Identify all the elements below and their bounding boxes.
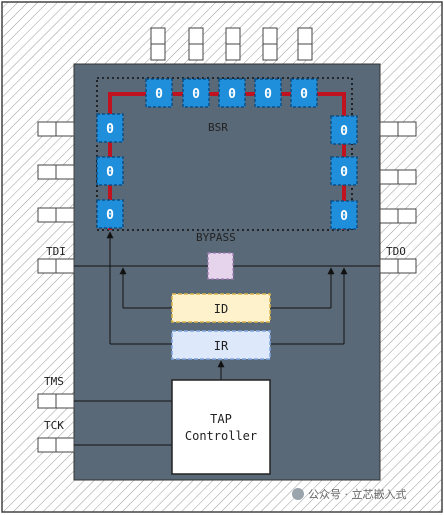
svg-text:0: 0 [106, 122, 114, 137]
bsr-boundary [96, 77, 353, 231]
svg-text:0: 0 [340, 124, 348, 139]
bypass-register [207, 252, 234, 280]
wechat-icon [292, 488, 304, 500]
tap-label-line1: TAP [210, 412, 232, 426]
bsr-cell: 0 [96, 156, 124, 186]
svg-text:0: 0 [106, 165, 114, 180]
bsr-cell: 0 [290, 78, 318, 108]
svg-text:0: 0 [264, 87, 272, 102]
watermark: 公众号 · 立芯嵌入式 [308, 487, 407, 501]
bsr-cell: 0 [330, 156, 358, 186]
tap-label-line2: Controller [185, 429, 257, 443]
tdo-label: TDO [386, 245, 406, 258]
bsr-cell: 0 [182, 78, 210, 108]
tck-label: TCK [44, 419, 64, 432]
bsr-cell: 0 [254, 78, 282, 108]
tap-controller [171, 379, 271, 475]
svg-text:0: 0 [192, 87, 200, 102]
left-pins [37, 121, 75, 453]
svg-text:0: 0 [228, 87, 236, 102]
right-pins [379, 121, 417, 274]
tdi-label: TDI [46, 245, 66, 258]
bsr-cell: 0 [330, 115, 358, 145]
bsr-cell: 0 [330, 200, 358, 230]
svg-text:0: 0 [106, 208, 114, 223]
ir-label: IR [214, 339, 229, 353]
id-label: ID [214, 302, 228, 316]
id-register [171, 293, 271, 323]
tms-label: TMS [44, 375, 64, 388]
boundary-cells: 0 0 0 0 0 0 0 0 [96, 78, 358, 230]
svg-text:0: 0 [300, 87, 308, 102]
svg-text:0: 0 [340, 209, 348, 224]
bypass-label: BYPASS [196, 231, 236, 244]
ir-register [171, 330, 271, 360]
bsr-cell: 0 [145, 78, 173, 108]
bsr-cell: 0 [96, 113, 124, 143]
svg-text:0: 0 [155, 87, 163, 102]
top-pins [150, 27, 313, 61]
bsr-cell: 0 [218, 78, 246, 108]
bsr-label: BSR [208, 121, 228, 134]
svg-text:0: 0 [340, 165, 348, 180]
bsr-cell: 0 [96, 199, 124, 229]
